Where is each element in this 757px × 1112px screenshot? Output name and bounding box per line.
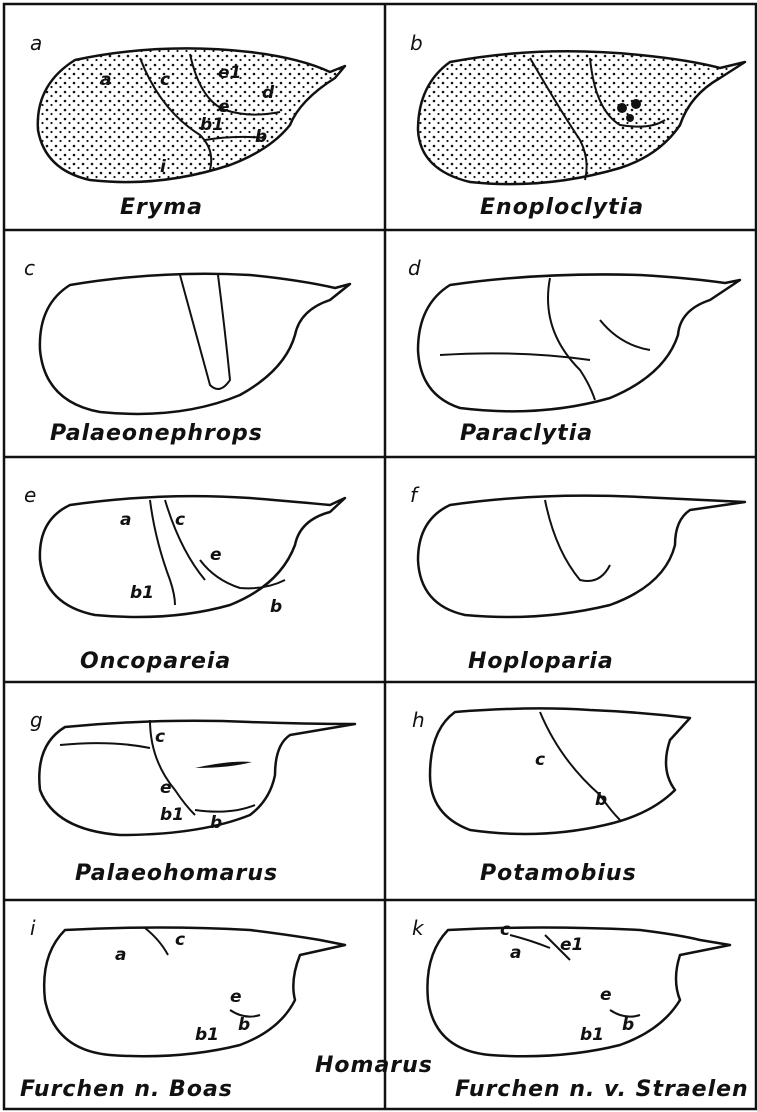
panel-e: e a c b1 e b Oncopareia <box>24 483 345 674</box>
taxon-name-c: Palaeonephrops <box>50 421 263 446</box>
groove-label-g-b1: b1 <box>160 805 184 825</box>
groove-label-e-b: b <box>270 597 282 617</box>
panel-letter-e: e <box>24 483 36 507</box>
panel-c: c Palaeonephrops <box>24 256 350 446</box>
carapace-outline-c <box>40 274 350 414</box>
taxon-name-b: Enoploclytia <box>480 195 644 220</box>
groove-label-g-e: e <box>160 778 172 798</box>
groove-label-i-c: c <box>175 930 185 950</box>
panel-letter-h: h <box>412 708 425 732</box>
groove-label-i-a: a <box>115 945 126 965</box>
groove-label-a-b: b <box>255 127 267 147</box>
panel-letter-g: g <box>30 708 43 732</box>
taxon-name-f: Hoploparia <box>468 649 614 674</box>
carapace-outline-d <box>418 274 740 411</box>
panel-letter-b: b <box>410 31 423 55</box>
groove-label-a-e1: e1 <box>218 63 241 83</box>
taxon-name-e: Oncopareia <box>80 649 231 674</box>
panel-b: b Enoploclytia <box>410 31 745 220</box>
shared-caption: Homarus <box>315 1053 433 1078</box>
groove-label-h-b: b <box>595 790 607 810</box>
groove-label-k-e1: e1 <box>560 935 583 955</box>
groove-label-g-b: b <box>210 813 222 833</box>
panel-f: f Hoploparia <box>410 483 745 674</box>
groove-label-a-a: a <box>100 70 111 90</box>
panel-d: d Paraclytia <box>408 256 740 446</box>
panel-letter-f: f <box>410 483 420 507</box>
panel-h: h c b Potamobius <box>412 708 690 886</box>
carapace-outline-h <box>430 708 690 834</box>
groove-label-a-d: d <box>262 83 275 103</box>
taxon-name-i: Furchen n. Boas <box>20 1077 233 1102</box>
panel-a: a a c e1 d e b1 b i Eryma <box>30 31 345 220</box>
groove-label-e-c: c <box>175 510 185 530</box>
carapace-outline-f <box>418 496 745 617</box>
groove-label-e-a: a <box>120 510 131 530</box>
groove-label-h-c: c <box>535 750 545 770</box>
groove-label-i-b: b <box>238 1015 250 1035</box>
groove-label-k-c: c <box>500 920 510 940</box>
panel-letter-c: c <box>24 256 35 280</box>
taxon-name-g: Palaeohomarus <box>75 861 278 886</box>
groove-label-k-e: e <box>600 985 612 1005</box>
taxon-name-d: Paraclytia <box>460 421 593 446</box>
panel-g: g c e b1 b Palaeohomarus <box>30 708 355 886</box>
groove-label-g-c: c <box>155 727 165 747</box>
carapace-outline-e <box>40 496 345 617</box>
groove-label-i-b1: b1 <box>195 1025 219 1045</box>
panel-i: i a c e b1 b Furchen n. Boas <box>20 916 345 1102</box>
panel-k: k c a e1 e b1 b Furchen n. v. Straelen <box>412 916 749 1102</box>
taxon-name-a: Eryma <box>120 195 203 220</box>
panel-letter-a: a <box>30 31 42 55</box>
groove-label-k-b1: b1 <box>580 1025 604 1045</box>
panel-letter-i: i <box>30 916 36 940</box>
taxon-name-h: Potamobius <box>480 861 637 886</box>
groove-label-a-c: c <box>160 70 170 90</box>
groove-label-a-e: e <box>218 97 230 117</box>
panel-letter-d: d <box>408 256 421 280</box>
groove-label-e-e: e <box>210 545 222 565</box>
taxon-name-k: Furchen n. v. Straelen <box>455 1077 749 1102</box>
panel-letter-k: k <box>412 916 425 940</box>
groove-label-e-b1: b1 <box>130 583 154 603</box>
groove-label-i-e: e <box>230 987 242 1007</box>
groove-label-a-b1: b1 <box>200 115 224 135</box>
carapace-outline-g <box>39 721 355 835</box>
groove-label-k-a: a <box>510 943 521 963</box>
groove-label-k-b: b <box>622 1015 634 1035</box>
